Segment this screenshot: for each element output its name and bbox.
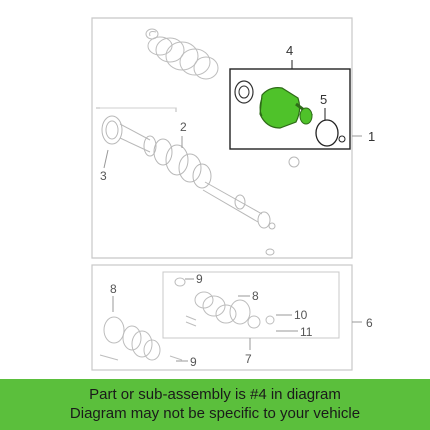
callout-1: 1 (368, 129, 375, 144)
inner-cv-joint-part-4[interactable] (234, 80, 313, 129)
callout-8-left: 8 (110, 282, 117, 296)
info-banner: Part or sub-assembly is #4 in diagram Di… (0, 379, 430, 430)
callout-10: 10 (294, 308, 308, 322)
assembly-4-box (229, 68, 351, 150)
upper-panel: 1 4 5 (91, 17, 375, 259)
ring-part-5[interactable] (315, 108, 346, 147)
lower-parts-ghost (99, 277, 275, 361)
callout-11: 11 (300, 325, 313, 339)
callout-3: 3 (100, 169, 107, 183)
callout-5: 5 (320, 92, 327, 107)
callout-6: 6 (366, 316, 373, 330)
lower-panel: 6 7 8 9 8 10 11 9 (91, 264, 373, 371)
boot-ghost-top (145, 28, 219, 80)
callout-9-top: 9 (196, 272, 203, 286)
banner-line-2: Diagram may not be specific to your vehi… (69, 405, 361, 422)
banner-line-1: Part or sub-assembly is #4 in diagram (89, 386, 341, 403)
callout-8-right: 8 (252, 289, 259, 303)
callout-9-bottom: 9 (190, 355, 197, 369)
callout-7: 7 (245, 352, 252, 366)
drive-shaft-ghost (96, 107, 300, 256)
callout-4: 4 (286, 43, 293, 58)
callout-2: 2 (180, 120, 187, 134)
